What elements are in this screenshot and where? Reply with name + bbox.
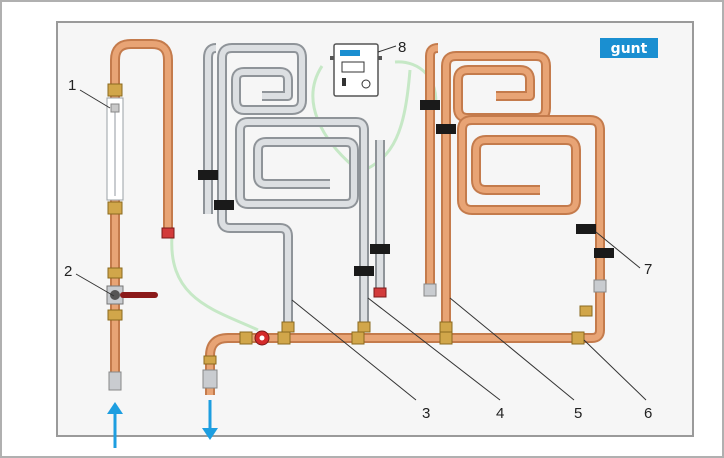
stainless-steel-pipe-section [235,117,387,333]
callout-4: 4 [496,405,504,422]
callout-3: 3 [422,405,430,422]
pressure-measuring-points [198,100,614,276]
copper-pipe-section-large-loops [423,43,607,333]
callout-5: 5 [574,405,582,422]
differential-pressure-meter [330,43,382,97]
callout-8: 8 [398,39,406,56]
galvanised-steel-pipe-section [203,43,307,332]
regulating-valve [254,330,270,346]
outlet-flow-arrow [202,400,218,440]
callout-2: 2 [64,263,72,280]
gunt-logo: gunt [600,38,658,58]
callout-1: 1 [68,77,76,94]
inlet-flow-arrow [107,402,123,448]
svg-text:gunt: gunt [611,41,648,57]
main-supply-manifold [202,130,605,395]
callout-7: 7 [644,261,652,278]
inlet-riser [107,39,175,391]
callout-6: 6 [644,405,652,422]
flow-meter [106,97,124,201]
callout-leader-lines [75,45,647,401]
ball-valve [106,285,158,305]
